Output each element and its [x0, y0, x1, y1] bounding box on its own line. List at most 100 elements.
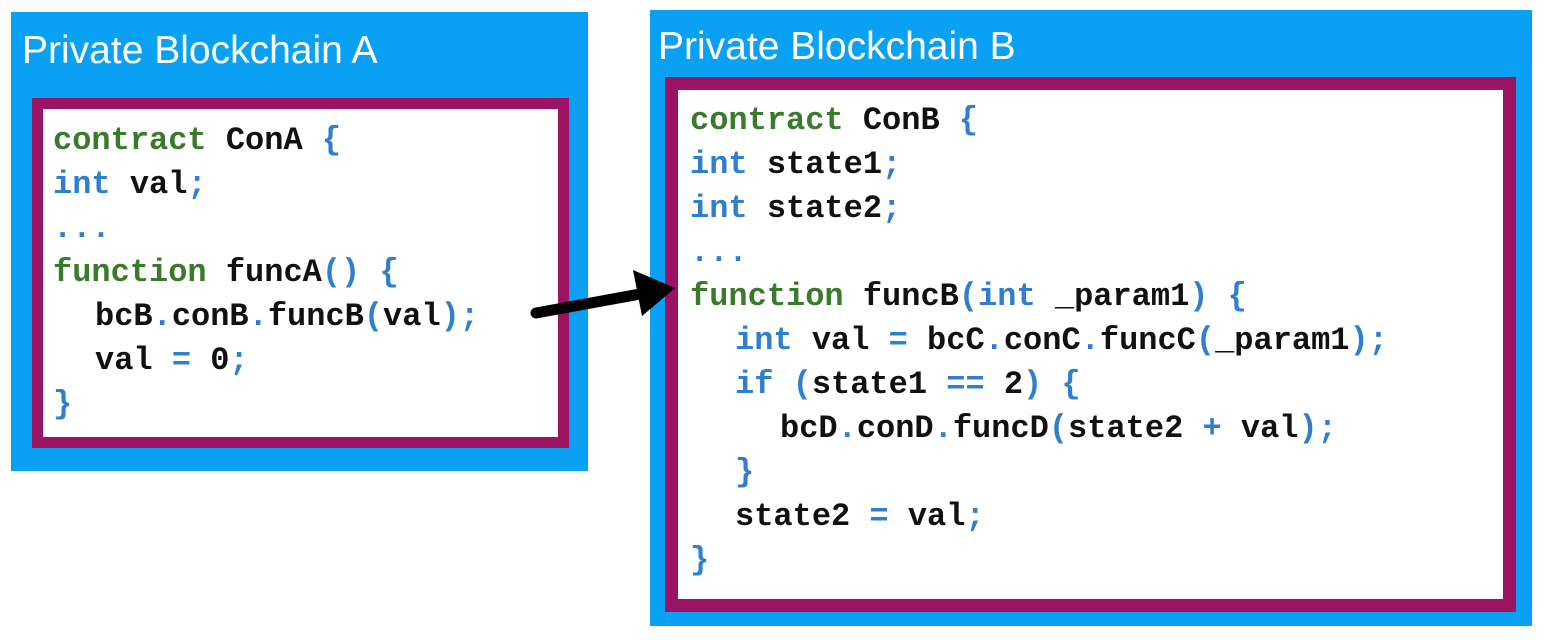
- code-line: bcD.conD.funcD(state2 + val);: [780, 413, 1337, 445]
- code-token: bcC: [927, 322, 985, 359]
- code-token: =: [888, 322, 908, 359]
- code-token: (: [792, 366, 812, 403]
- code-token: 2: [1003, 366, 1024, 403]
- code-token: int: [53, 166, 111, 203]
- code-line: val = 0;: [95, 345, 249, 377]
- code-token: ;: [882, 190, 902, 227]
- code-token: =: [869, 498, 889, 535]
- code-line: }: [53, 389, 72, 421]
- code-token: state1: [811, 366, 928, 403]
- contract-con-a-code: contract ConA { int val;... function funcA…: [43, 109, 558, 437]
- code-token: }: [690, 542, 710, 579]
- code-line: }: [735, 457, 754, 489]
- code-token: .: [1080, 322, 1100, 359]
- code-token: [985, 366, 1004, 403]
- code-token: =: [171, 342, 192, 379]
- code-token: [191, 342, 210, 379]
- code-token: ): [1189, 278, 1209, 315]
- code-token: [1183, 410, 1202, 447]
- code-token: funcD: [952, 410, 1049, 447]
- code-token: val: [907, 498, 966, 535]
- code-token: [889, 498, 908, 535]
- code-token: [869, 322, 888, 359]
- code-line: function funcA() {: [53, 257, 399, 289]
- code-token: int: [690, 146, 748, 183]
- code-token: [793, 322, 812, 359]
- code-token: [1222, 410, 1241, 447]
- code-token: ): [1023, 366, 1043, 403]
- code-token: val: [129, 166, 188, 203]
- code-token: [773, 366, 792, 403]
- code-token: {: [958, 102, 979, 139]
- code-token: state2: [1068, 410, 1184, 447]
- code-token: 0: [210, 342, 230, 379]
- code-token: ): [1298, 410, 1318, 447]
- code-token: val: [383, 298, 441, 335]
- code-token: ;: [459, 298, 480, 335]
- code-token: int: [978, 278, 1036, 315]
- code-token: {: [321, 122, 342, 159]
- code-token: .: [837, 410, 857, 447]
- code-token: +: [1202, 410, 1222, 447]
- code-token: }: [735, 454, 755, 491]
- code-token: .: [152, 298, 172, 335]
- code-token: [111, 166, 130, 203]
- code-token: funcA: [225, 254, 322, 291]
- code-token: function: [690, 278, 844, 315]
- code-token: .: [933, 410, 953, 447]
- code-line: int state2;: [690, 193, 901, 225]
- code-token: [1208, 278, 1227, 315]
- code-token: [940, 102, 959, 139]
- code-line: contract ConB {: [690, 105, 978, 137]
- code-token: conC: [1003, 322, 1081, 359]
- code-token: ;: [882, 146, 902, 183]
- code-token: funcC: [1099, 322, 1196, 359]
- code-token: ;: [965, 498, 985, 535]
- code-token: state1: [766, 146, 883, 183]
- code-token: [207, 254, 226, 291]
- code-token: if: [735, 366, 774, 403]
- code-token: {: [379, 254, 399, 291]
- code-token: [850, 498, 869, 535]
- contract-con-a-frame: contract ConA { int val;... function funcA…: [32, 98, 569, 448]
- chain-b-title: Private Blockchain B: [658, 25, 1016, 68]
- code-token: [908, 322, 927, 359]
- code-token: [748, 146, 767, 183]
- code-token: .: [984, 322, 1004, 359]
- code-token: bcB: [95, 298, 153, 335]
- code-token: ): [1349, 322, 1369, 359]
- code-token: (: [1048, 410, 1069, 447]
- code-token: [153, 342, 172, 379]
- code-line: if (state1 == 2) {: [735, 369, 1081, 401]
- code-line: function funcB(int _param1) {: [690, 281, 1247, 313]
- code-token: }: [53, 386, 73, 423]
- private-blockchain-a: Private Blockchain A contract ConA {int …: [11, 12, 588, 471]
- code-token: [1036, 278, 1055, 315]
- code-token: ...: [690, 234, 748, 271]
- code-token: funcB: [267, 298, 364, 335]
- code-line: int state1;: [690, 149, 901, 181]
- private-blockchain-b: Private Blockchain B contract ConB { int …: [650, 10, 1532, 626]
- code-line: contract ConA {: [53, 125, 341, 157]
- contract-con-b-frame: contract ConB {int state1;int state2;...…: [665, 77, 1516, 612]
- code-token: ConB: [862, 102, 940, 139]
- code-token: {: [1061, 366, 1081, 403]
- code-token: val: [95, 342, 153, 379]
- code-token: (: [1195, 322, 1216, 359]
- code-token: conD: [856, 410, 934, 447]
- code-token: val: [811, 322, 870, 359]
- code-token: [844, 102, 863, 139]
- code-token: ==: [946, 366, 985, 403]
- code-token: ;: [1368, 322, 1388, 359]
- code-line: bcB.conB.funcB(val);: [95, 301, 479, 333]
- code-token: int: [690, 190, 748, 227]
- code-line: ...: [53, 213, 111, 245]
- code-token: [303, 122, 322, 159]
- code-token: ;: [1317, 410, 1337, 447]
- contract-con-b-code: contract ConB {int state1;int state2;...…: [678, 90, 1503, 599]
- code-token: ;: [187, 166, 207, 203]
- code-token: funcB: [862, 278, 959, 315]
- code-token: ;: [229, 342, 249, 379]
- code-token: ConA: [225, 122, 303, 159]
- code-token: (): [321, 254, 361, 291]
